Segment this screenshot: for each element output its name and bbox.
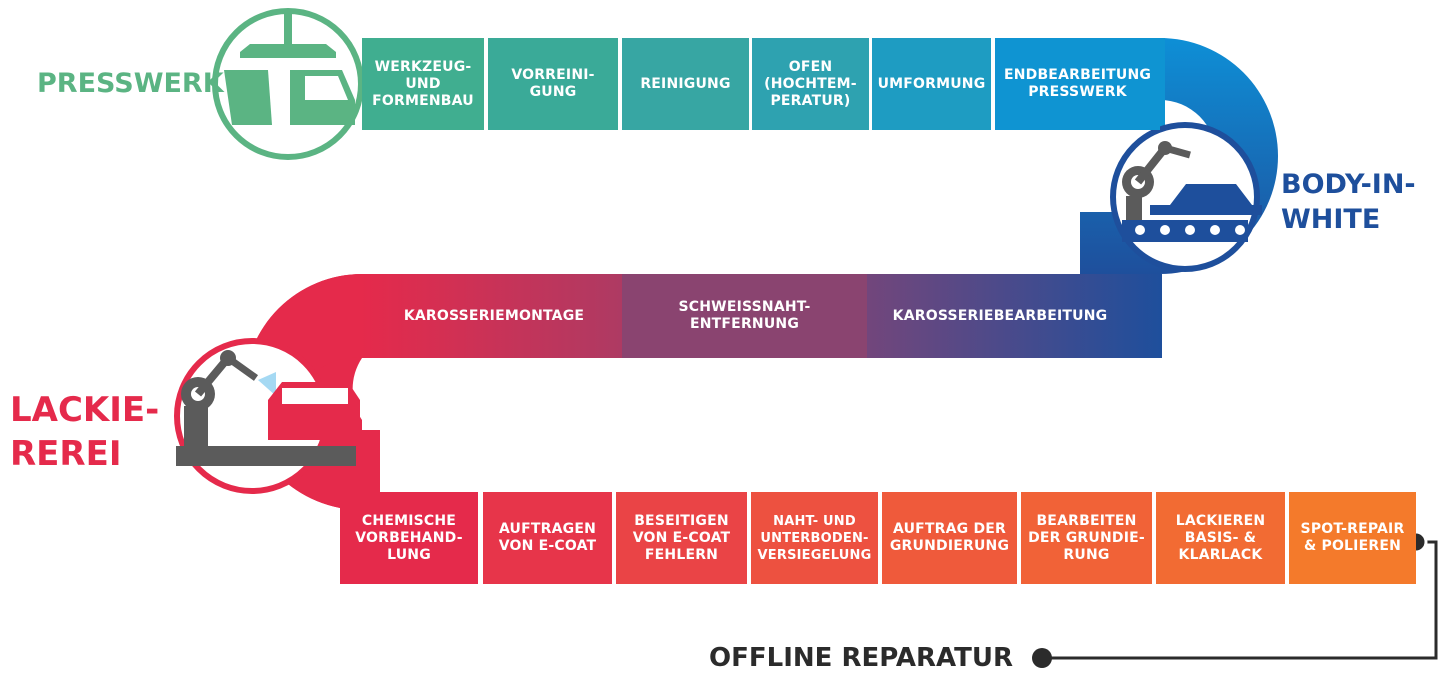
row3-step-6: BEARBEITEN DER GRUNDIE- RUNG [1021,492,1152,584]
offline-dot [1032,648,1052,668]
row2-step-3: KAROSSERIEBEARBEITUNG [892,307,1108,324]
row2-step-2: SCHWEISSNAHT- ENTFERNUNG [622,274,867,358]
row1-connector [1155,38,1165,130]
row1-step-4: OFEN (HOCHTEM- PERATUR) [752,38,869,130]
section-label-offline-reparatur: OFFLINE REPARATUR [709,643,1014,673]
row3-step-8: SPOT-REPAIR & POLIEREN [1289,492,1416,584]
row1-step-2: VORREINI- GUNG [488,38,618,130]
body-in-white-icon [1110,122,1262,272]
section-label-lackiererei: LACKIE- REREI [10,390,160,474]
row3-step-5: AUFTRAG DER GRUNDIERUNG [882,492,1017,584]
section-label-body-in-white: BODY-IN- WHITE [1281,169,1416,235]
row1-step-6: ENDBEARBEITUNG PRESSWERK [995,38,1160,130]
row3-step-3: BESEITIGEN VON E-COAT FEHLERN [616,492,747,584]
lackiererei-icon [174,338,360,494]
row3-step-2: AUFTRAGEN VON E-COAT [483,492,612,584]
row1-step-3: REINIGUNG [622,38,749,130]
row2-step-1: KAROSSERIEMONTAGE [403,307,585,324]
row3-step-7: LACKIEREN BASIS- & KLARLACK [1156,492,1285,584]
row3-step-4: NAHT- UND UNTERBODEN- VERSIEGELUNG [751,492,878,584]
row3-step-1: CHEMISCHE VORBEHAND- LUNG [340,492,478,584]
section-label-presswerk: PRESSWERK [37,68,224,99]
presswerk-icon [212,8,364,160]
row1-step-5: UMFORMUNG [872,38,991,130]
row1-step-1: WERKZEUG- UND FORMENBAU [362,38,484,130]
